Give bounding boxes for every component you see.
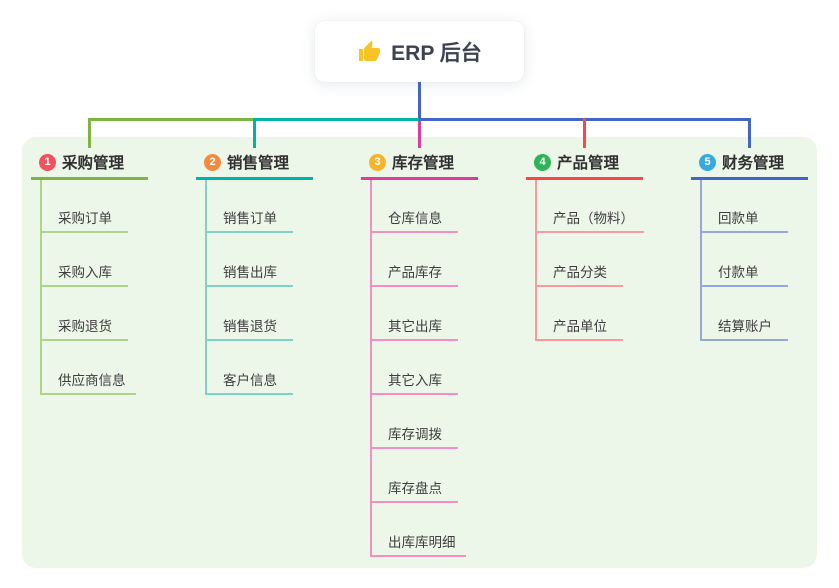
branch-column-sales: 2 销售管理 销售订单 销售出库 销售退货 客户信息 [196, 147, 346, 395]
child-node[interactable]: 回款单 [700, 203, 788, 233]
child-label: 产品单位 [553, 319, 607, 334]
branch-number-badge: 3 [369, 153, 386, 171]
branch-number-badge: 1 [39, 153, 56, 171]
child-node[interactable]: 其它出库 [370, 311, 458, 341]
child-node[interactable]: 销售出库 [205, 257, 293, 287]
child-label: 客户信息 [223, 373, 277, 388]
child-label: 库存调拨 [388, 427, 442, 442]
connector-rail-segment-teal [254, 118, 420, 121]
branch-column-purchase: 1 采购管理 采购订单 采购入库 采购退货 供应商信息 [31, 147, 181, 395]
branch-connector-line [205, 180, 207, 395]
branch-label: 产品管理 [557, 155, 620, 172]
child-label: 库存盘点 [388, 481, 442, 496]
root-label: ERP 后台 [391, 41, 482, 65]
child-label: 销售订单 [223, 211, 277, 226]
branch-number-badge: 5 [699, 153, 716, 171]
child-node[interactable]: 仓库信息 [370, 203, 458, 233]
branch-header-finance[interactable]: 5 财务管理 [691, 147, 808, 180]
thumbs-up-icon [357, 40, 381, 64]
child-node[interactable]: 产品库存 [370, 257, 458, 287]
branch-header-product[interactable]: 4 产品管理 [526, 147, 643, 180]
child-label: 采购入库 [58, 265, 112, 280]
branch-header-inventory[interactable]: 3 库存管理 [361, 147, 478, 180]
child-label: 付款单 [718, 265, 759, 280]
root-node[interactable]: ERP 后台 [315, 21, 524, 82]
connector-drop-purchase [88, 118, 91, 148]
connector-drop-sales [253, 118, 256, 148]
child-node[interactable]: 供应商信息 [40, 365, 136, 395]
branch-connector-line [535, 180, 537, 341]
branch-label: 财务管理 [722, 155, 785, 172]
child-node[interactable]: 采购退货 [40, 311, 128, 341]
branch-label: 库存管理 [392, 155, 455, 172]
connector-root-stem [418, 82, 421, 120]
child-node[interactable]: 采购订单 [40, 203, 128, 233]
child-label: 产品分类 [553, 265, 607, 280]
branch-column-product: 4 产品管理 产品（物料） 产品分类 产品单位 [526, 147, 676, 341]
branch-header-sales[interactable]: 2 销售管理 [196, 147, 313, 180]
child-label: 销售出库 [223, 265, 277, 280]
thumbs-up-icon-svg [359, 40, 381, 61]
child-label: 采购订单 [58, 211, 112, 226]
child-node[interactable]: 销售退货 [205, 311, 293, 341]
child-label: 其它入库 [388, 373, 442, 388]
child-node[interactable]: 销售订单 [205, 203, 293, 233]
connector-rail-segment-green [89, 118, 255, 121]
connector-drop-inventory [418, 121, 421, 148]
branch-connector-line [40, 180, 42, 395]
child-label: 供应商信息 [58, 373, 126, 388]
branch-label: 采购管理 [62, 155, 125, 172]
child-node[interactable]: 产品（物料） [535, 203, 644, 233]
child-label: 产品库存 [388, 265, 442, 280]
child-node[interactable]: 结算账户 [700, 311, 788, 341]
branch-connector-line [700, 180, 702, 341]
branch-number-badge: 2 [204, 153, 221, 171]
child-node[interactable]: 客户信息 [205, 365, 293, 395]
child-node[interactable]: 付款单 [700, 257, 788, 287]
child-node[interactable]: 出库库明细 [370, 527, 466, 557]
branch-header-purchase[interactable]: 1 采购管理 [31, 147, 148, 180]
child-node[interactable]: 采购入库 [40, 257, 128, 287]
child-label: 出库库明细 [388, 535, 456, 550]
branches-panel [22, 137, 817, 568]
child-node[interactable]: 库存调拨 [370, 419, 458, 449]
connector-drop-finance [748, 118, 751, 148]
branch-label: 销售管理 [227, 155, 290, 172]
child-node[interactable]: 库存盘点 [370, 473, 458, 503]
branch-column-finance: 5 财务管理 回款单 付款单 结算账户 [691, 147, 839, 341]
child-label: 结算账户 [718, 319, 772, 334]
child-label: 其它出库 [388, 319, 442, 334]
branch-connector-line [370, 180, 372, 557]
branch-column-inventory: 3 库存管理 仓库信息 产品库存 其它出库 其它入库 库存调拨 库存盘点 出库库… [361, 147, 511, 557]
branch-number-badge: 4 [534, 153, 551, 171]
child-label: 采购退货 [58, 319, 112, 334]
connector-drop-product [583, 118, 586, 148]
child-label: 回款单 [718, 211, 759, 226]
child-node[interactable]: 产品分类 [535, 257, 623, 287]
child-node[interactable]: 其它入库 [370, 365, 458, 395]
child-label: 产品（物料） [553, 211, 634, 226]
child-node[interactable]: 产品单位 [535, 311, 623, 341]
child-label: 销售退货 [223, 319, 277, 334]
child-label: 仓库信息 [388, 211, 442, 226]
